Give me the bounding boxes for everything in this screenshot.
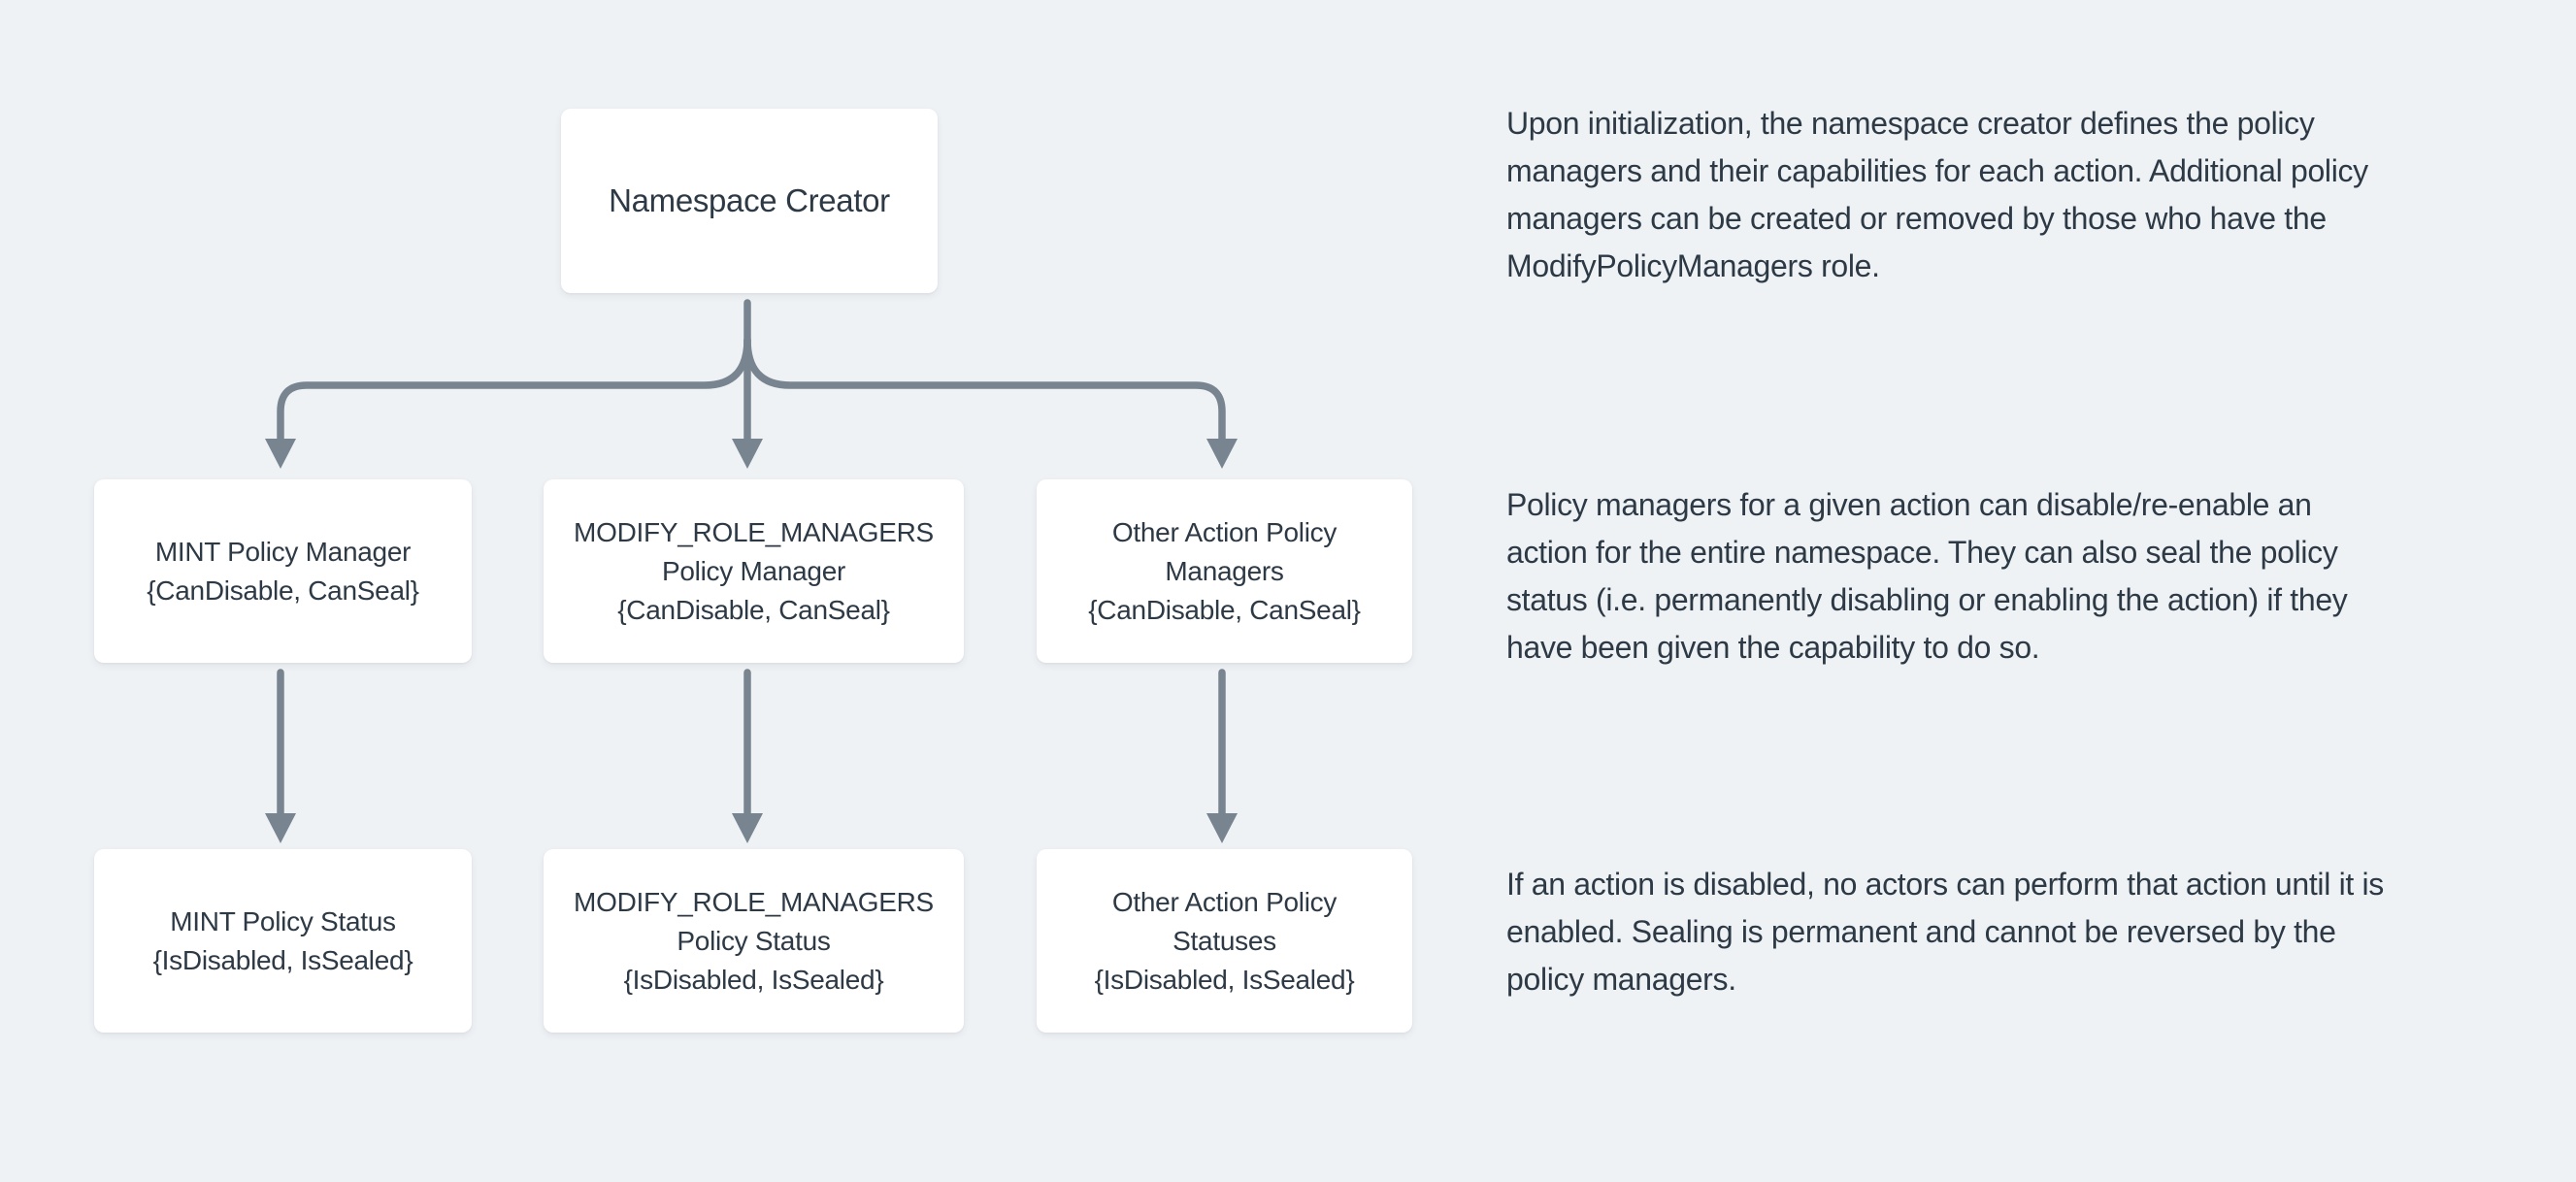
arrowhead-center-status xyxy=(732,813,763,843)
node-other-action-policy-managers: Other Action Policy Managers {CanDisable… xyxy=(1037,479,1412,663)
note-policy-managers: Policy managers for a given action can d… xyxy=(1506,481,2574,672)
note-line: Policy managers for a given action can d… xyxy=(1506,487,2312,522)
node-modify-role-managers-policy-status: MODIFY_ROLE_MANAGERS Policy Status {IsDi… xyxy=(544,849,964,1033)
node-label: MINT Policy Status xyxy=(170,905,396,936)
note-line: enabled. Sealing is permanent and cannot… xyxy=(1506,914,2336,949)
node-status-fields: {IsDisabled, IsSealed} xyxy=(152,944,413,975)
node-label: Statuses xyxy=(1172,925,1276,956)
arrowhead-right-status xyxy=(1206,813,1238,843)
note-line: managers and their capabilities for each… xyxy=(1506,153,2368,188)
arrowhead-left-manager xyxy=(265,439,296,469)
node-label: MODIFY_ROLE_MANAGERS xyxy=(574,886,934,917)
arrowhead-right-manager xyxy=(1206,439,1238,469)
note-line: Upon initialization, the namespace creat… xyxy=(1506,106,2315,141)
node-mint-policy-status: MINT Policy Status {IsDisabled, IsSealed… xyxy=(94,849,472,1033)
node-label: Managers xyxy=(1165,555,1284,586)
node-label: MODIFY_ROLE_MANAGERS xyxy=(574,516,934,547)
node-capabilities: {CanDisable, CanSeal} xyxy=(1088,594,1361,625)
node-label: Namespace Creator xyxy=(609,182,890,218)
note-line: status (i.e. permanently disabling or en… xyxy=(1506,582,2348,617)
note-line: managers can be created or removed by th… xyxy=(1506,201,2327,236)
node-label: Other Action Policy xyxy=(1111,886,1338,917)
node-label: Policy Status xyxy=(677,925,831,956)
node-capabilities: {CanDisable, CanSeal} xyxy=(147,575,419,606)
node-label: Other Action Policy xyxy=(1111,516,1338,547)
node-label: MINT Policy Manager xyxy=(154,536,412,567)
note-initialization: Upon initialization, the namespace creat… xyxy=(1506,100,2574,290)
node-status-fields: {IsDisabled, IsSealed} xyxy=(623,964,884,995)
node-mint-policy-manager: MINT Policy Manager {CanDisable, CanSeal… xyxy=(94,479,472,663)
note-line: action for the entire namespace. They ca… xyxy=(1506,535,2338,570)
arrowhead-center-manager xyxy=(732,439,763,469)
connector-root-to-right xyxy=(743,336,1226,443)
note-line: have been given the capability to do so. xyxy=(1506,630,2040,665)
node-capabilities: {CanDisable, CanSeal} xyxy=(617,594,890,625)
note-line: ModifyPolicyManagers role. xyxy=(1506,248,1880,283)
node-modify-role-managers-policy-manager: MODIFY_ROLE_MANAGERS Policy Manager {Can… xyxy=(544,479,964,663)
node-label: Policy Manager xyxy=(661,555,846,586)
node-other-action-policy-statuses: Other Action Policy Statuses {IsDisabled… xyxy=(1037,849,1412,1033)
node-status-fields: {IsDisabled, IsSealed} xyxy=(1094,964,1355,995)
connector-root-to-left xyxy=(277,336,751,443)
note-line: policy managers. xyxy=(1506,962,1736,997)
note-disabled-sealed: If an action is disabled, no actors can … xyxy=(1506,861,2574,1003)
node-namespace-creator: Namespace Creator xyxy=(561,109,938,293)
note-line: If an action is disabled, no actors can … xyxy=(1506,867,2384,902)
arrowhead-left-status xyxy=(265,813,296,843)
